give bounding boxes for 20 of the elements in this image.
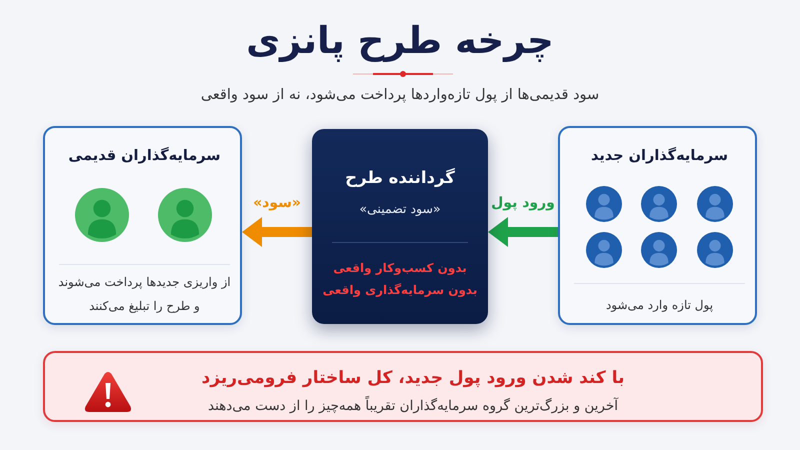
body-text: آخرین و بزرگ‌ترین گروه سرمایه‌گذاران تقریباً همه‌چیز را از دست می‌دهند: [208, 398, 618, 414]
warning-text: بدون کسب‌وکار واقعی: [333, 261, 467, 275]
process-box: [312, 129, 488, 324]
body-text: پول تازه وارد می‌شود: [606, 298, 714, 312]
edge-label: ورود پول: [491, 195, 555, 211]
heading: گرداننده طرح: [345, 168, 455, 187]
group-box: [558, 126, 757, 325]
arrow: [242, 217, 312, 247]
warning-text: بدون سرمایه‌گذاری واقعی: [322, 283, 478, 297]
edge-label: «سود»: [253, 195, 301, 211]
arrow: [488, 217, 558, 247]
heading: سرمایه‌گذاران جدید: [590, 148, 728, 164]
subtitle: سود قدیمی‌ها از پول تازه‌واردها پرداخت می‌شود، نه از سود واقعی: [200, 87, 600, 103]
alert-banner: [43, 351, 763, 422]
group-box: [43, 126, 242, 325]
heading: سرمایه‌گذاران قدیمی: [68, 148, 221, 164]
heading: با کند شدن ورود پول جدید، کل ساختار فرومی‌ریزد: [202, 368, 624, 388]
body-text: از واریزی جدیدها پرداخت می‌شوند و طرح را تبلیغ می‌کنند: [58, 275, 231, 313]
title: چرخه طرح پانزی: [246, 19, 554, 62]
subheading: «سود تضمینی»: [359, 201, 441, 216]
